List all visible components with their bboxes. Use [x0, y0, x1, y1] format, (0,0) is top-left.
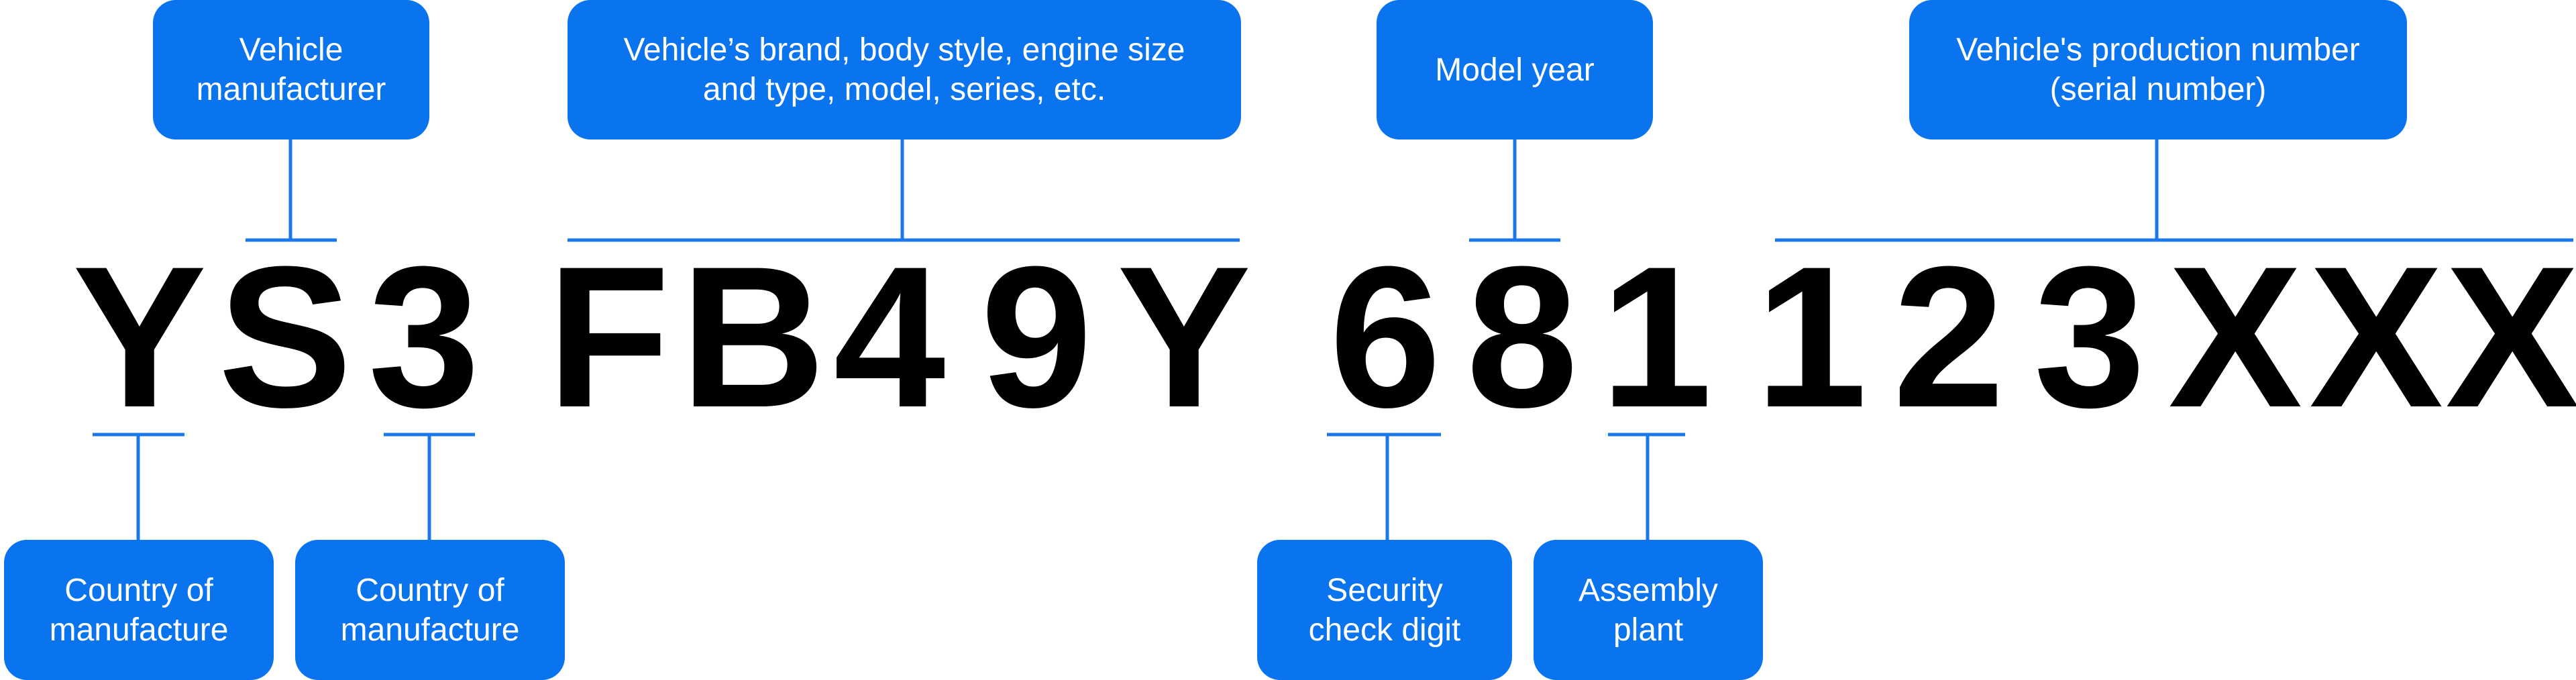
callout-line: manufacture: [340, 612, 520, 648]
callout-line: manufacture: [49, 612, 229, 648]
vin-char: 8: [1466, 224, 1578, 449]
callout-line: manufacturer: [196, 72, 386, 107]
callout-vehicle-manufacturer: Vehicle manufacturer: [153, 0, 429, 139]
callout-country-of-manufacture-1: Country of manufacture: [4, 540, 274, 680]
vin-char: X: [2445, 224, 2576, 449]
callout-line: check digit: [1308, 612, 1461, 648]
vin-char: 3: [368, 224, 480, 449]
vin-char: Y: [1117, 224, 1252, 449]
callout-assembly-plant: Assembly plant: [1534, 540, 1763, 680]
callout-model-year: Model year: [1377, 0, 1653, 139]
callout-line: Vehicle's production number: [1956, 32, 2360, 68]
callout-line: Model year: [1435, 52, 1595, 88]
vin-char: 1: [1600, 224, 1713, 449]
callout-line: Assembly: [1578, 572, 1719, 608]
vin-char: 6: [1329, 224, 1442, 449]
vin-char: 9: [980, 224, 1093, 449]
callout-line: Country of: [64, 572, 213, 608]
vin-char: Y: [72, 224, 207, 449]
callout-line: Security: [1326, 572, 1443, 608]
vin-char: 3: [2033, 224, 2146, 449]
callout-line: Vehicle: [239, 32, 343, 68]
callout-line: and type, model, series, etc.: [702, 72, 1106, 107]
callout-line: (serial number): [2049, 72, 2267, 107]
vin-char: X: [2168, 224, 2303, 449]
callout-line: Country of: [356, 572, 504, 608]
vin-char: 2: [1892, 224, 2005, 449]
vin-char: B: [680, 224, 826, 449]
vin-char: S: [218, 224, 353, 449]
callout-line: plant: [1613, 612, 1684, 648]
vin-char: X: [2309, 224, 2444, 449]
callout-security-check-digit: Security check digit: [1257, 540, 1512, 680]
vin-char: 4: [833, 224, 946, 449]
callout-production-number: Vehicle's production number (serial numb…: [1909, 0, 2407, 139]
vin-char: F: [547, 224, 670, 449]
callout-country-of-manufacture-2: Country of manufacture: [295, 540, 565, 680]
callout-line: Vehicle’s brand, body style, engine size: [623, 32, 1185, 68]
vin-char: 1: [1755, 224, 1868, 449]
callout-vehicle-descriptor: Vehicle’s brand, body style, engine size…: [568, 0, 1241, 139]
